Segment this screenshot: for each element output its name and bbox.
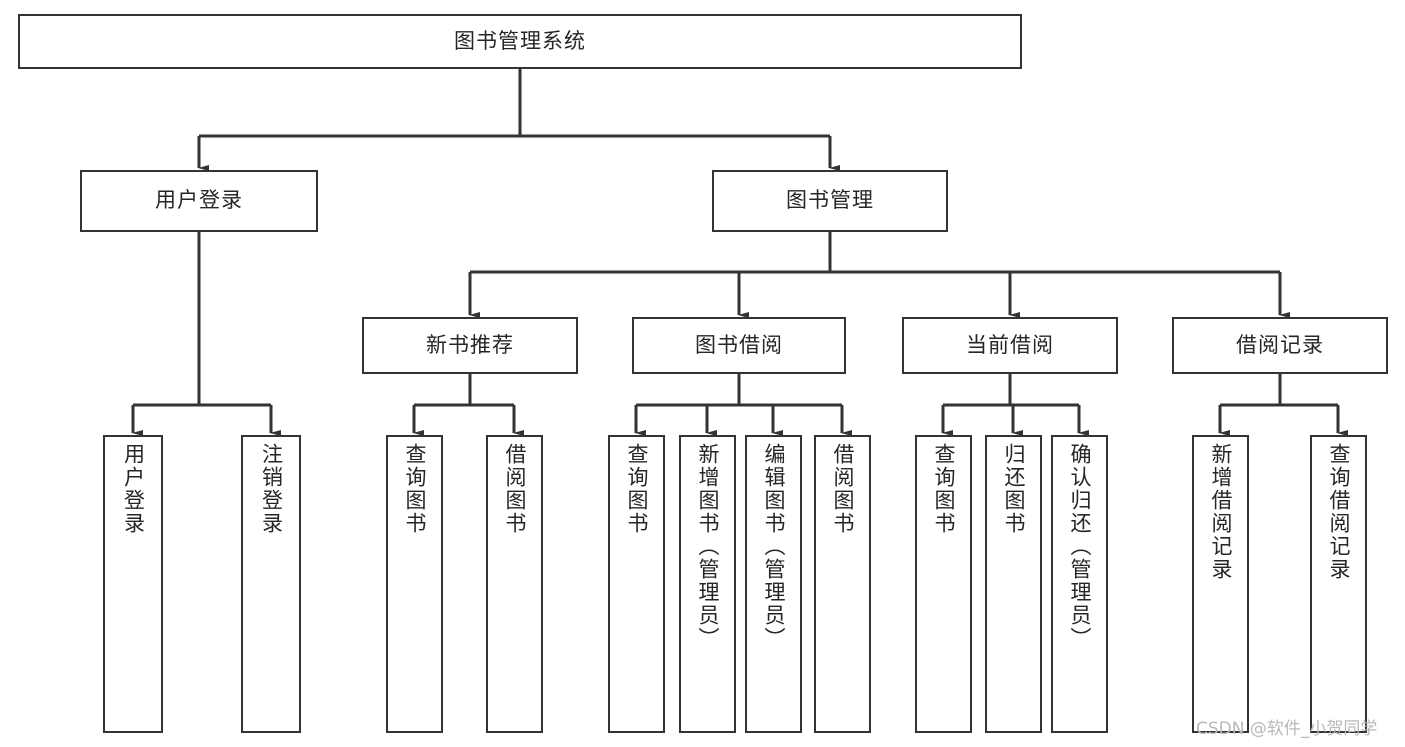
node-label: 用户登录 [155, 188, 243, 213]
node-label: 借阅图书 [830, 443, 855, 535]
node-l4-4[interactable]: 查询图书 [608, 435, 665, 733]
node-l4-7[interactable]: 借阅图书 [814, 435, 871, 733]
node-label: 归还图书 [1001, 443, 1026, 535]
node-l4-3[interactable]: 借阅图书 [486, 435, 543, 733]
node-label: 查询图书 [402, 443, 427, 535]
node-l3-0[interactable]: 新书推荐 [362, 317, 578, 374]
node-l3-1[interactable]: 图书借阅 [632, 317, 846, 374]
node-l4-11[interactable]: 新增借阅记录 [1192, 435, 1249, 733]
node-label: 确认归还（管理员） [1067, 443, 1092, 650]
node-l4-1[interactable]: 注销登录 [241, 435, 301, 733]
node-l3-2[interactable]: 当前借阅 [902, 317, 1118, 374]
node-label: 查询图书 [624, 443, 649, 535]
node-l4-12[interactable]: 查询借阅记录 [1310, 435, 1367, 733]
node-l4-0[interactable]: 用户登录 [103, 435, 163, 733]
node-label: 借阅图书 [502, 443, 527, 535]
node-root-0[interactable]: 图书管理系统 [18, 14, 1022, 69]
node-label: 当前借阅 [966, 332, 1054, 357]
node-label: 新增借阅记录 [1208, 443, 1233, 581]
node-label: 用户登录 [121, 443, 146, 535]
node-label: 新书推荐 [426, 332, 514, 357]
node-label: 注销登录 [259, 443, 284, 535]
node-l4-9[interactable]: 归还图书 [985, 435, 1042, 733]
node-label: 查询图书 [931, 443, 956, 535]
node-l4-5[interactable]: 新增图书（管理员） [679, 435, 736, 733]
node-l4-8[interactable]: 查询图书 [915, 435, 972, 733]
node-label: 新增图书（管理员） [695, 443, 720, 650]
node-l4-6[interactable]: 编辑图书（管理员） [745, 435, 802, 733]
node-label: 编辑图书（管理员） [761, 443, 786, 650]
watermark-label: CSDN @软件_小贺同学 [1196, 719, 1378, 739]
node-label: 借阅记录 [1236, 332, 1324, 357]
node-l2-1[interactable]: 图书管理 [712, 170, 948, 232]
node-l3-3[interactable]: 借阅记录 [1172, 317, 1388, 374]
node-label: 查询借阅记录 [1326, 443, 1351, 581]
node-label: 图书借阅 [695, 332, 783, 357]
node-label: 图书管理系统 [454, 28, 586, 53]
node-label: 图书管理 [786, 188, 874, 213]
node-l4-10[interactable]: 确认归还（管理员） [1051, 435, 1108, 733]
node-l4-2[interactable]: 查询图书 [386, 435, 443, 733]
node-l2-0[interactable]: 用户登录 [80, 170, 318, 232]
